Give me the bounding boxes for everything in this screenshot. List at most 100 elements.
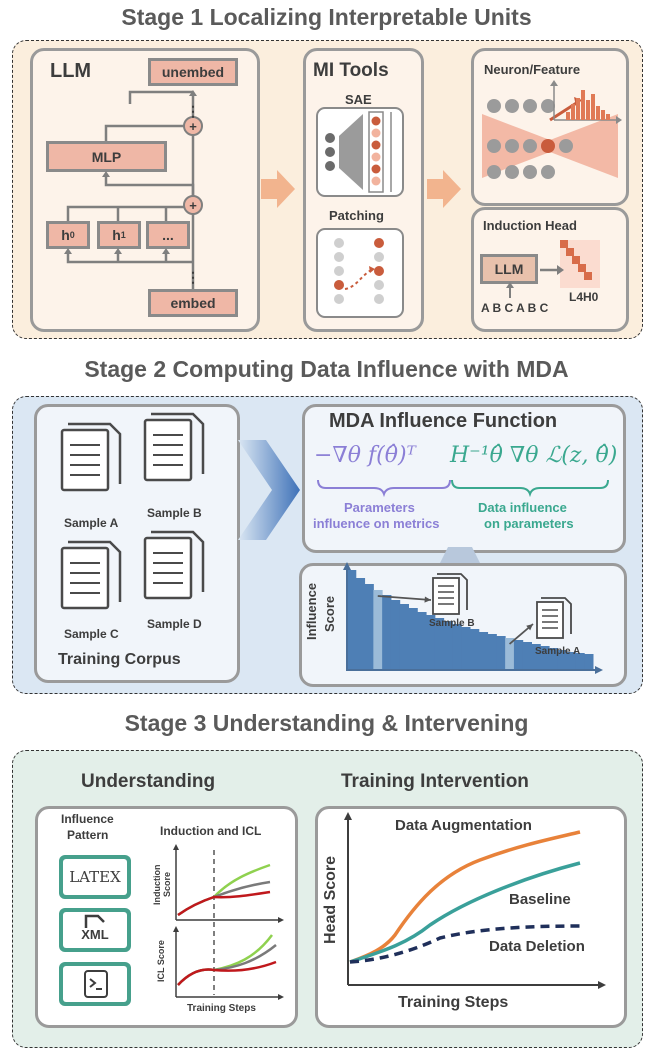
- data-augmentation-curve: [349, 830, 581, 964]
- influence-bar: [478, 632, 489, 670]
- llm-box: [30, 48, 260, 332]
- training-intervention-title: Training Intervention: [341, 771, 529, 792]
- influence-bar: [522, 642, 532, 670]
- data-augmentation-label: Data Augmentation: [395, 817, 532, 834]
- influence-bar: [417, 612, 427, 670]
- sae-diagram: [316, 107, 404, 197]
- induction-icl-title: Induction and ICL: [160, 824, 262, 838]
- influence-bar: [399, 604, 409, 670]
- terminal-icon: [84, 970, 108, 998]
- influence-pattern-line2: Pattern: [67, 828, 109, 842]
- data-deletion-label: Data Deletion: [489, 938, 585, 955]
- influence-bar: [531, 644, 541, 670]
- influence-bar: [505, 638, 515, 670]
- h0-sub: 0: [69, 230, 75, 240]
- sample-pointer-head: [424, 596, 431, 603]
- document-icon-c: [60, 540, 122, 610]
- sample-a-label: Sample A: [64, 516, 119, 530]
- h1-label: h: [112, 227, 121, 243]
- head-dots-block: ...: [146, 221, 190, 249]
- stage3-title: Stage 3 Understanding & Intervening: [124, 710, 529, 736]
- vdots-upper: ⋮: [186, 103, 200, 119]
- param-influence-line1: Parameters: [344, 500, 415, 515]
- chart-sample-a-label: Sample A: [535, 646, 581, 657]
- stage1-arrow-1: [261, 170, 295, 208]
- document-icon: [432, 573, 468, 615]
- formula-right: H⁻¹θ̂ ∇θ ℒ(z, θ̂): [450, 443, 618, 468]
- sample-b-label: Sample B: [147, 506, 202, 520]
- sample-d-label: Sample D: [147, 617, 202, 631]
- abcabc-tokens: A B C A B C: [481, 301, 549, 315]
- mlp-block: MLP: [46, 141, 167, 172]
- document-icon-d: [143, 530, 205, 600]
- formula-left: −∇θ f(θ̂)ᵀ: [314, 443, 416, 468]
- sample-c-label: Sample C: [64, 627, 119, 641]
- influence-bar: [461, 627, 471, 670]
- influence-chart: [343, 562, 603, 674]
- latex-icon: LATEX: [63, 859, 127, 895]
- latex-icon-card: LATEX: [59, 855, 131, 899]
- training-steps-label: Training Steps: [398, 994, 509, 1011]
- mda-function-box: [302, 404, 626, 553]
- plus-symbol-lower: +: [189, 198, 197, 213]
- terminal-icon-card: [59, 962, 131, 1006]
- neuron-feature-diagram: [482, 80, 622, 179]
- h1-sub: 1: [120, 230, 126, 240]
- influence-bar: [575, 653, 585, 670]
- influence-bar: [470, 629, 480, 670]
- induction-head-title: Induction Head: [483, 218, 577, 233]
- influence-bar: [584, 654, 594, 670]
- influence-bar: [496, 636, 506, 670]
- xml-icon: XML: [81, 927, 109, 942]
- influence-bar: [390, 600, 401, 670]
- stage2-chevron-arrow: [238, 440, 300, 540]
- document-icon: [536, 597, 572, 639]
- induction-llm-block: LLM: [480, 254, 538, 284]
- influence-bar: [566, 652, 576, 670]
- y-axis-arrow: [343, 562, 351, 570]
- training-intervention-box: [315, 806, 627, 1028]
- stage1-arrow-2: [427, 170, 461, 208]
- file-icon: [84, 914, 105, 928]
- patching-diagram: [316, 228, 404, 318]
- influence-bar: [434, 618, 445, 670]
- influence-bar: [382, 595, 392, 670]
- influence-bar: [443, 621, 453, 670]
- influence-bar: [557, 650, 568, 670]
- influence-bar: [347, 570, 357, 670]
- influence-axes: [346, 566, 597, 671]
- xml-icon-inner: XML: [63, 912, 127, 948]
- embed-block: embed: [148, 289, 238, 317]
- neuron-feature-title: Neuron/Feature: [484, 62, 581, 77]
- plus-symbol-upper: +: [189, 119, 197, 134]
- training-steps-small-label: Training Steps: [187, 1003, 256, 1014]
- unembed-block: unembed: [148, 58, 238, 86]
- xml-icon-card: XML: [59, 908, 131, 952]
- l4h0-label: L4H0: [569, 290, 599, 304]
- training-corpus-label: Training Corpus: [58, 651, 181, 668]
- data-influence-line1: Data influence: [478, 500, 567, 515]
- stage2-title: Stage 2 Computing Data Influence with MD…: [84, 356, 569, 382]
- mda-connector: [440, 547, 480, 563]
- document-icon-a: [60, 422, 122, 492]
- x-axis-arrow: [595, 666, 603, 674]
- influence-bar: [487, 634, 497, 670]
- document-icon-b: [143, 412, 205, 482]
- influence-pattern-line1: Influence: [61, 812, 114, 826]
- influence-bar: [549, 648, 559, 670]
- data-deletion-curve: [349, 924, 581, 964]
- mda-title: MDA Influence Function: [329, 410, 558, 432]
- sample-pointer-head: [526, 624, 533, 631]
- influence-bar: [364, 584, 374, 670]
- llm-title: LLM: [50, 60, 92, 82]
- induction-head-diagram: [506, 240, 600, 298]
- baseline-curve: [349, 861, 581, 964]
- sae-label: SAE: [345, 92, 372, 107]
